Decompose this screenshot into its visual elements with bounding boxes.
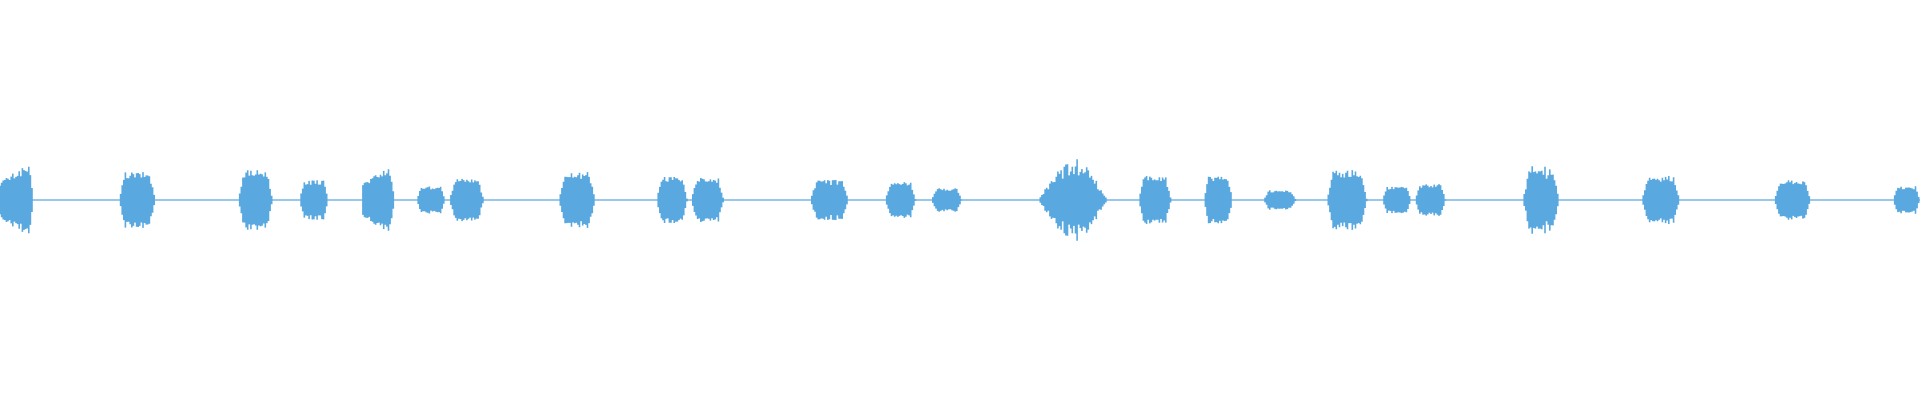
waveform-burst: [362, 169, 395, 231]
waveform-burst: [692, 178, 724, 222]
waveform-burst: [1327, 170, 1368, 230]
waveform-burst: [885, 182, 917, 218]
waveform-burst: [1893, 186, 1920, 214]
waveform-burst: [559, 172, 595, 228]
waveform-bursts: [0, 159, 1920, 241]
waveform-burst: [0, 166, 33, 234]
waveform-burst: [1264, 190, 1297, 210]
waveform-burst: [300, 180, 328, 220]
waveform-burst: [1383, 186, 1411, 214]
waveform-burst: [450, 178, 484, 222]
waveform-burst: [1415, 184, 1447, 216]
waveform-burst: [1139, 176, 1172, 224]
waveform-burst: [1039, 159, 1109, 241]
waveform-burst: [417, 186, 445, 214]
waveform-burst: [657, 177, 688, 223]
waveform-burst: [1523, 166, 1559, 234]
waveform-burst: [1204, 176, 1232, 224]
waveform-burst: [119, 172, 155, 228]
waveform-burst: [811, 180, 848, 220]
waveform-burst: [238, 170, 273, 230]
waveform-burst: [932, 188, 963, 212]
waveform-burst: [1774, 180, 1811, 220]
waveform-burst: [1642, 176, 1680, 224]
